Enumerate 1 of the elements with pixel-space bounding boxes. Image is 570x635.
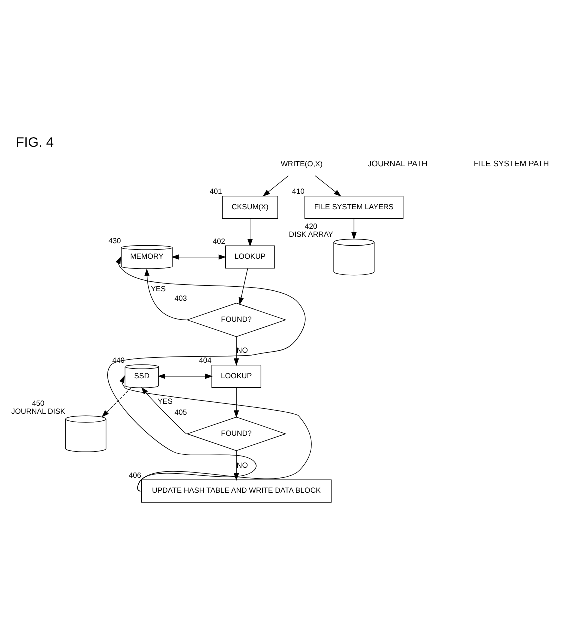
diagram-title: FIG. 4 (16, 134, 54, 150)
